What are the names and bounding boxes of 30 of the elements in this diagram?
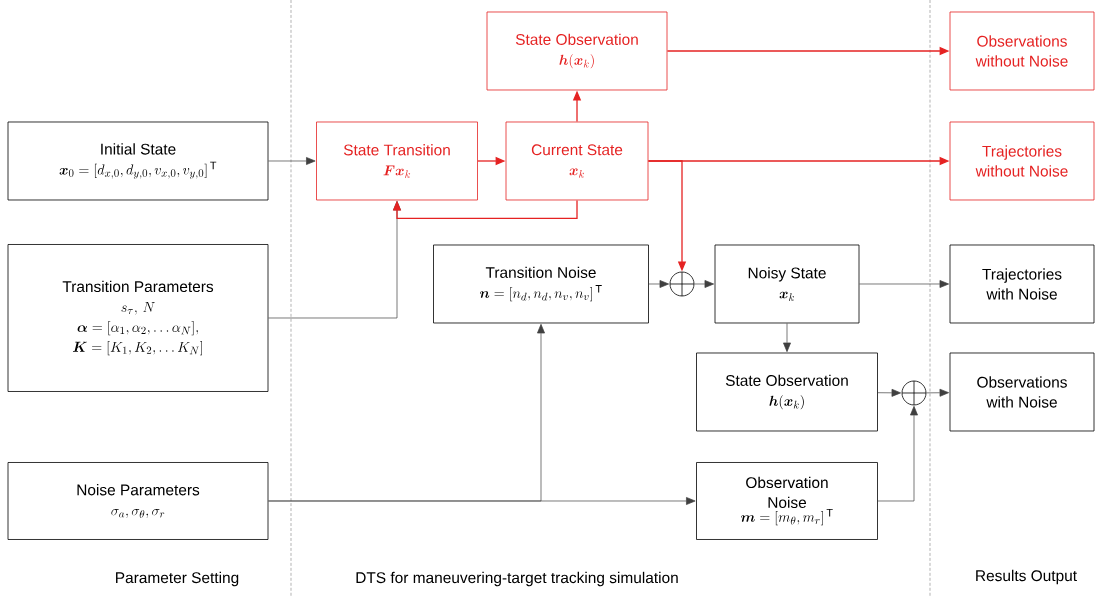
arrow — [268, 157, 316, 165]
arrow — [926, 388, 949, 397]
process-box: Noisy State $\boldsymbol{x}_k$ — [714, 244, 860, 324]
process-box: Observation Noise $\boldsymbol{m} = [m_\theta, m_r]^{\,\mathrm{T}}$ — [696, 462, 878, 540]
process-box: Transition Parameters $s_{\tau},\, N$ $\boldsymbol{\alpha} = [\alpha_1, \alpha_2, \ldots \alpha_N],$ $\boldsymbol{K} = [K_1, K_2, \ldots K_N]$ — [7, 244, 269, 392]
process-box: State Observation $\boldsymbol{h}(\boldsymbol{x}_k)$ — [486, 11, 668, 91]
arrow — [859, 280, 949, 288]
process-box: Trajectories with Noise — [949, 244, 1095, 324]
arrow — [268, 497, 696, 505]
process-box: Noise Parameters $\sigma_a, \sigma_\theta, \sigma_r$ — [7, 462, 269, 540]
arrow — [392, 199, 578, 220]
arrow — [648, 280, 669, 288]
section-label: Parameter Setting — [116, 571, 239, 587]
process-box: Observations without Noise — [949, 11, 1095, 91]
process-box: Transition Noise $\boldsymbol{n} = [n_d, n_d, n_v, n_v]^{\,\mathrm{T}}$ — [433, 244, 649, 324]
arrow — [268, 201, 401, 319]
arrow — [877, 406, 918, 502]
process-box: State Transition $\boldsymbol{F}\boldsymbol{x}_k$ — [316, 121, 478, 201]
process-box: Observations with Noise — [949, 352, 1095, 432]
section-label: DTS for maneuvering-target tracking simulation — [356, 571, 678, 587]
section-label: Results Output — [976, 569, 1077, 585]
process-box: Current State $\boldsymbol{x}_k$ — [505, 121, 649, 201]
process-box: Trajectories without Noise — [949, 121, 1095, 201]
process-box: Initial State $\boldsymbol{x}_0 = [d_{x,0}, d_{y,0}, v_{x,0}, v_{y,0}]^{\,\mathrm{T}}$ — [7, 121, 269, 201]
arrow — [783, 323, 791, 352]
arrow — [877, 388, 901, 397]
arrow — [694, 280, 714, 288]
summing-junction — [901, 380, 927, 406]
process-box: State Observation $\boldsymbol{h}(\boldsymbol{x}_k)$ — [696, 352, 878, 432]
summing-junction — [669, 271, 695, 297]
